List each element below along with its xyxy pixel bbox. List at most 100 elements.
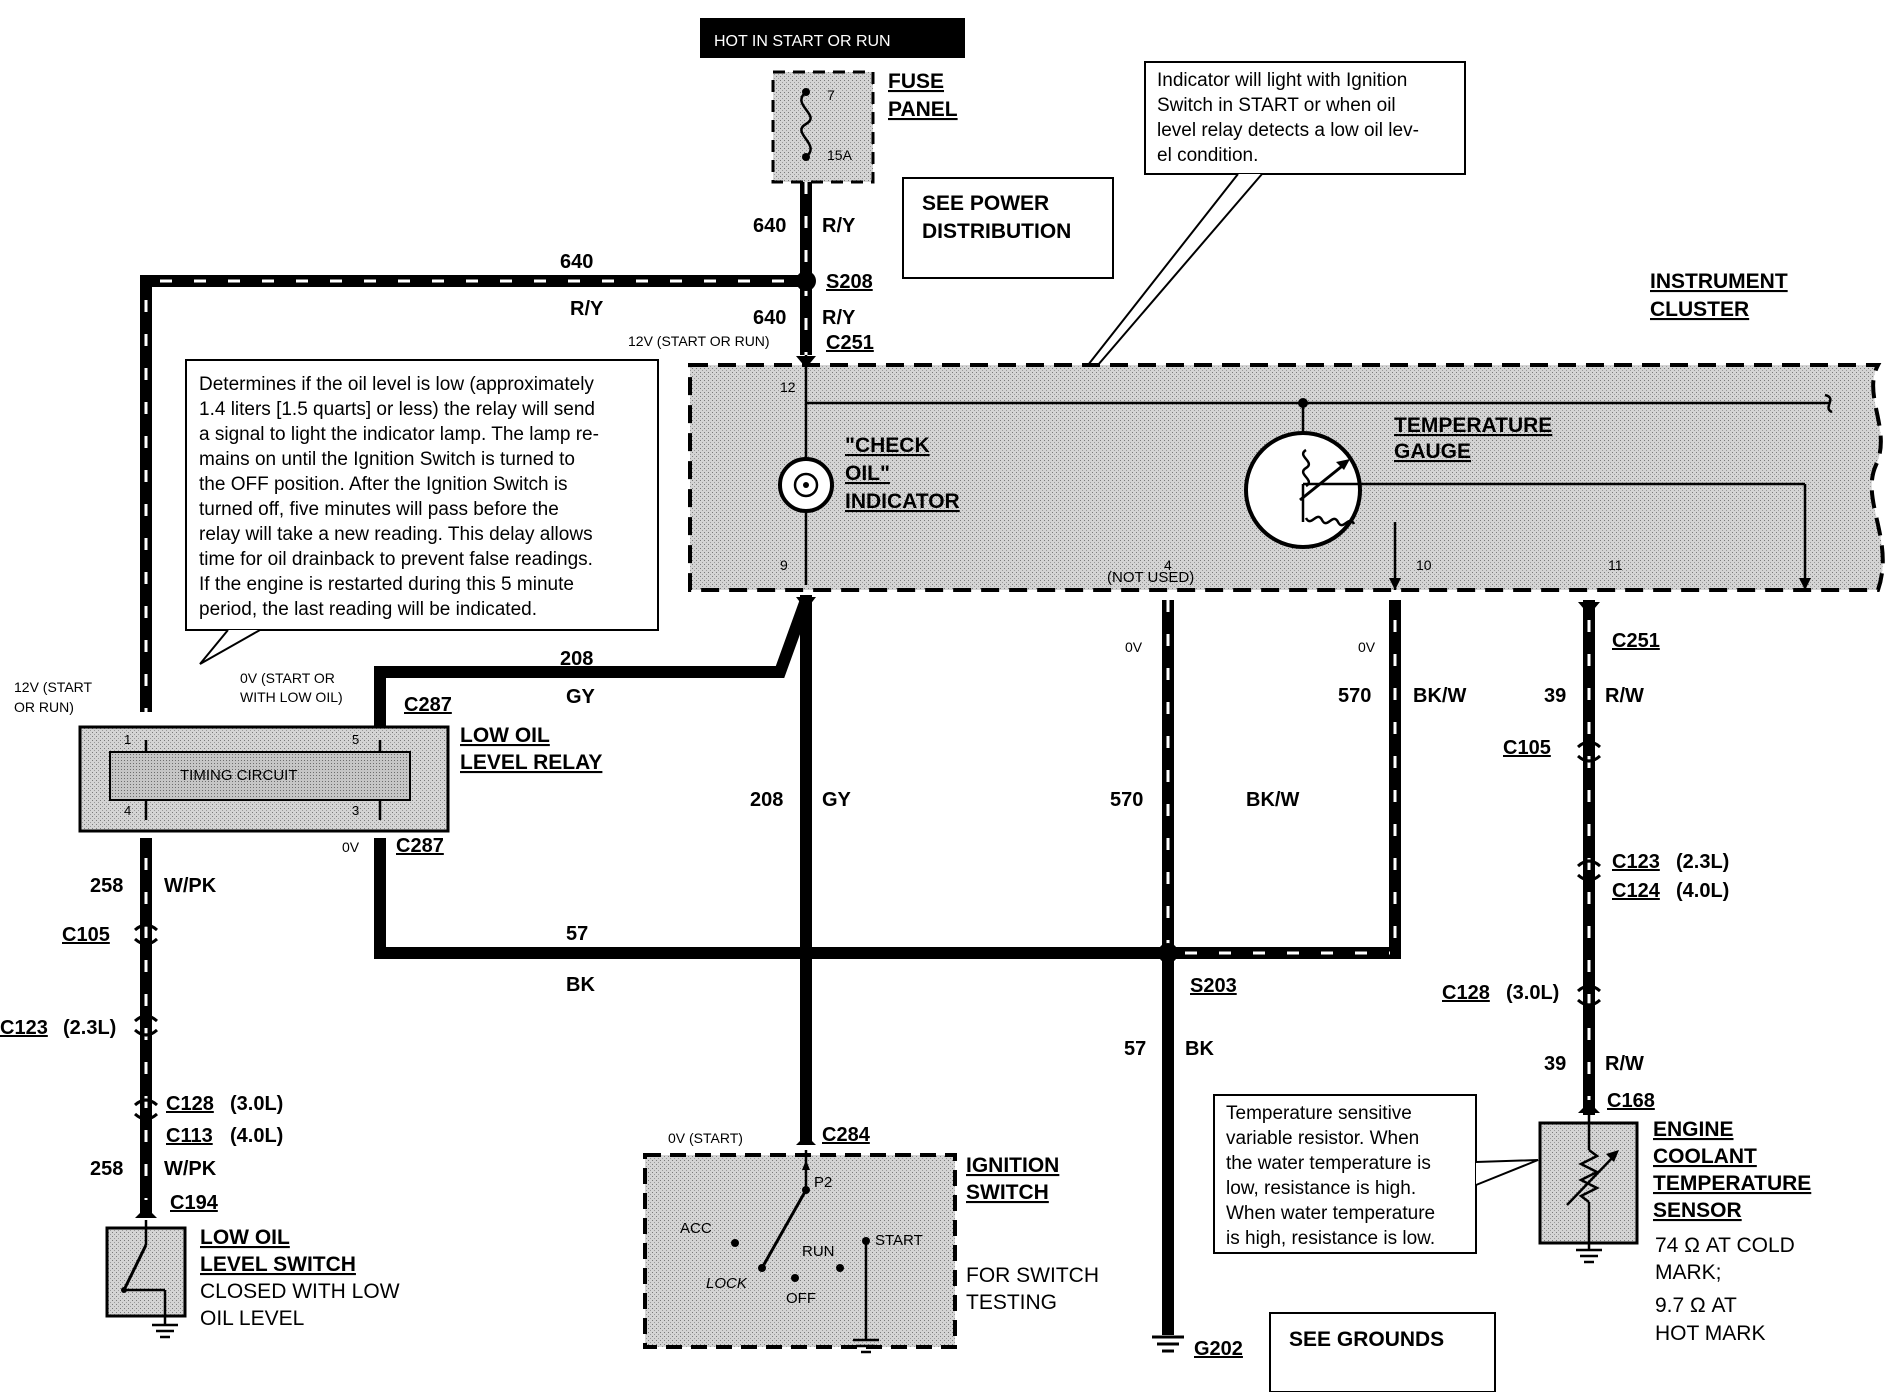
ect-spec-4: HOT MARK: [1655, 1322, 1765, 1345]
v12-start-label: 12V (START: [14, 679, 93, 695]
relay-note-line-9: If the engine is restarted during this 5…: [199, 574, 574, 595]
bk-label-horiz: BK: [566, 974, 595, 996]
w208-label-upper: 208: [560, 648, 593, 670]
rw-label-upper: R/W: [1605, 685, 1644, 707]
c251-sensor-arrow: [1578, 602, 1600, 615]
g202-label: G202: [1194, 1338, 1243, 1360]
w640-label-mid: 640: [753, 307, 786, 329]
switch-label-4: OIL LEVEL: [200, 1307, 304, 1330]
see-power-line-2: DISTRIBUTION: [922, 220, 1071, 243]
indicator-note-line-2: Switch in START or when oil: [1157, 95, 1396, 116]
w640-label-horiz: 640: [560, 251, 593, 273]
indicator-note-line-1: Indicator will light with Ignition: [1157, 70, 1407, 91]
pin-11-arrow: [1799, 578, 1811, 590]
relay-note-line-6: turned off, five minutes will pass befor…: [199, 499, 559, 520]
c284-label: C284: [822, 1124, 871, 1146]
relay-note-line-5: the OFF position. After the Ignition Swi…: [199, 474, 568, 495]
indicator-note-line-4: el condition.: [1157, 145, 1258, 166]
wire-57-relay: [374, 838, 1168, 959]
indicator-note-box: [1144, 61, 1466, 175]
ect-label-1: ENGINE: [1653, 1118, 1734, 1141]
fuse-panel-label-1: FUSE: [888, 70, 944, 93]
indicator-note-line-3: level relay detects a low oil lev-: [1157, 120, 1419, 141]
ect-label-2: COOLANT: [1653, 1145, 1757, 1168]
see-grounds-box: [1269, 1312, 1496, 1392]
cluster-label-2: CLUSTER: [1650, 298, 1749, 321]
relay-note-pointer: [199, 629, 261, 665]
pin-12: 12: [780, 379, 796, 395]
v0-pin4-label: 0V: [1125, 639, 1143, 655]
s203-label: S203: [1190, 975, 1237, 997]
switch-label-3: CLOSED WITH LOW: [200, 1280, 400, 1303]
c284-arrow: [796, 1135, 816, 1145]
relay-pin-4: 4: [124, 803, 131, 818]
wpk-label-lower: W/PK: [164, 1158, 217, 1180]
l40-label-left: (4.0L): [230, 1125, 283, 1147]
c251-label-right: C251: [1612, 630, 1660, 652]
relay-label-2: LEVEL RELAY: [460, 751, 602, 774]
c194-label: C194: [170, 1192, 219, 1214]
v0-relay-label: 0V: [342, 839, 360, 855]
relay-note-line-2: 1.4 liters [1.5 quarts] or less) the rel…: [199, 399, 595, 420]
ign-off: OFF: [786, 1290, 816, 1307]
relay-label-1: LOW OIL: [460, 724, 550, 747]
s208-label: S208: [826, 271, 873, 293]
v0-pin10-label: 0V: [1358, 639, 1376, 655]
w258-label-lower: 258: [90, 1158, 123, 1180]
relay-note-line-1: Determines if the oil level is low (appr…: [199, 374, 594, 395]
pin-10: 10: [1416, 557, 1432, 573]
sensor-note-line-5: When water temperature: [1226, 1203, 1435, 1224]
ground-icon-ignition: [853, 1338, 879, 1354]
ect-label-4: SENSOR: [1653, 1199, 1742, 1222]
ground-icon-sensor: [1576, 1248, 1602, 1264]
w57-label-vert: 57: [1124, 1038, 1146, 1060]
l23-label-left: (2.3L): [63, 1017, 116, 1039]
fuse-rating: 15A: [827, 147, 853, 163]
l30-label-left: (3.0L): [230, 1093, 283, 1115]
timing-circuit-label: TIMING CIRCUIT: [180, 767, 298, 784]
c123-label-left: C123: [0, 1017, 48, 1039]
not-used-label: (NOT USED): [1107, 569, 1194, 586]
check-oil-label-1: "CHECK: [845, 434, 930, 457]
relay-pin-1: 1: [124, 732, 131, 747]
relay-note-line-4: mains on until the Ignition Switch is tu…: [199, 449, 575, 470]
bkw-label-mid: BK/W: [1246, 789, 1299, 811]
pin-10-arrow: [1389, 578, 1401, 590]
ignition-note-1: FOR SWITCH: [966, 1264, 1099, 1287]
sensor-note-line-1: Temperature sensitive: [1226, 1103, 1412, 1124]
ign-start: START: [875, 1232, 923, 1249]
c251-top-arrow: [796, 356, 816, 368]
ground-icon-switch: [152, 1323, 178, 1339]
low-oil-level-switch: [105, 1220, 187, 1325]
ignition-label-1: IGNITION: [966, 1154, 1059, 1177]
ign-run: RUN: [802, 1243, 835, 1260]
w640-label-top: 640: [753, 215, 786, 237]
ign-lock: LOCK: [706, 1275, 748, 1292]
v0-start-label: 0V (START): [668, 1130, 743, 1146]
ground-icon-g202: [1152, 1335, 1184, 1353]
c128-label-right: C128: [1442, 982, 1490, 1004]
with-low-oil-label: WITH LOW OIL): [240, 689, 343, 705]
ect-label-3: TEMPERATURE: [1653, 1172, 1811, 1195]
l23-label-right: (2.3L): [1676, 851, 1729, 873]
switch-label-1: LOW OIL: [200, 1226, 290, 1249]
c128-label-left: C128: [166, 1093, 214, 1115]
ry-label-horiz: R/Y: [570, 298, 604, 320]
c105-label-left: C105: [62, 924, 110, 946]
c105-label-right: C105: [1503, 737, 1551, 759]
ry-label-mid: R/Y: [822, 307, 856, 329]
c287-arrow-top: [374, 716, 386, 728]
sensor-note-pointer: [1475, 1159, 1539, 1186]
w57-label-horiz: 57: [566, 923, 588, 945]
relay-note-line-8: time for oil drainback to prevent false …: [199, 549, 593, 570]
l40-label-right: (4.0L): [1676, 880, 1729, 902]
switch-label-2: LEVEL SWITCH: [200, 1253, 356, 1276]
splice-s203: [1158, 943, 1178, 963]
gy-label-lower: GY: [822, 789, 852, 811]
c194-arrow: [135, 1207, 157, 1218]
ect-spec-3: 9.7 Ω AT: [1655, 1294, 1737, 1317]
c287-label-bottom: C287: [396, 835, 444, 857]
c287-label-top: C287: [404, 694, 452, 716]
w208-label-lower: 208: [750, 789, 783, 811]
pin-4: 4: [1164, 557, 1172, 573]
